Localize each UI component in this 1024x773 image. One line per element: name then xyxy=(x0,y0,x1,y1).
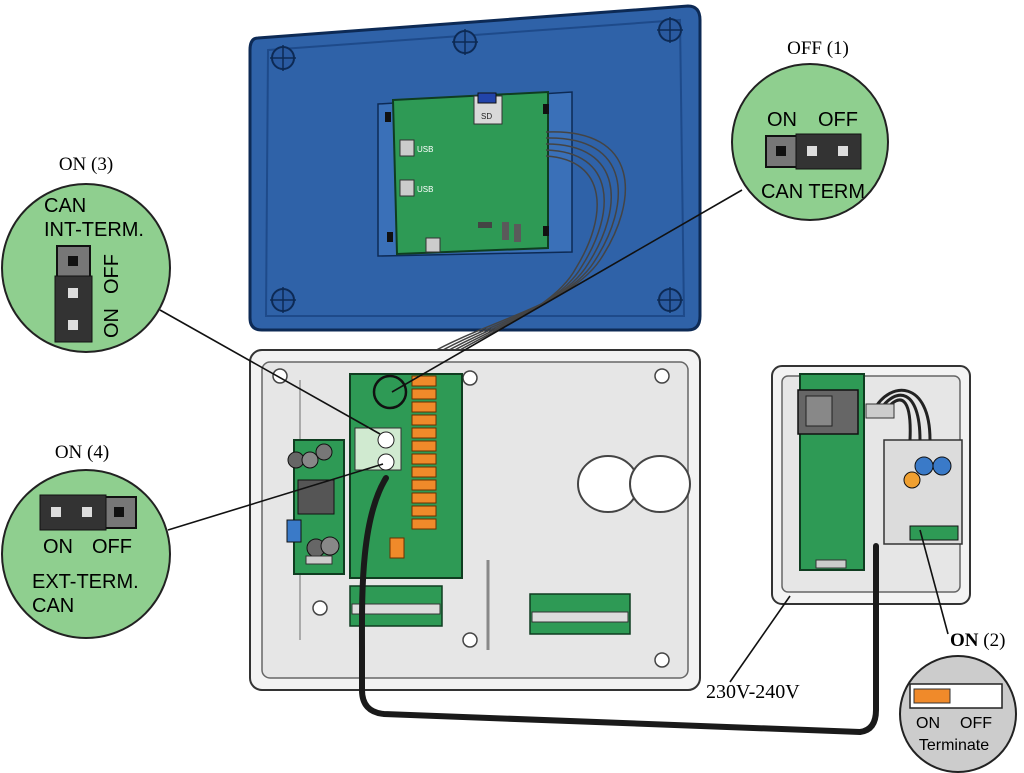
callout-can-ext-term-title: ON (4) xyxy=(55,442,109,463)
callout-can-term-off: OFF xyxy=(818,109,858,131)
power-board xyxy=(286,439,345,575)
can-bus-cable xyxy=(358,475,879,736)
callout-can-int-term-on: ON xyxy=(101,308,123,338)
terminal-block-right xyxy=(529,593,631,635)
dip-switch-slider xyxy=(913,688,951,704)
can-term-jumper-location xyxy=(372,374,408,410)
callout-can-term-title: OFF (1) xyxy=(787,38,849,59)
callout-can-int-term-off: OFF xyxy=(101,254,123,294)
callout-can-term-on: ON xyxy=(767,109,797,131)
callout-terminate-off: OFF xyxy=(960,715,992,732)
usb-label-top: USB xyxy=(417,145,433,154)
relay-bank xyxy=(389,375,437,559)
jumper-cap xyxy=(39,494,107,531)
power-voltage-label: 230V-240V xyxy=(706,681,800,703)
callout-can-term: OFF (1) ON OFF CAN TERM xyxy=(731,38,889,221)
leader-lines xyxy=(159,189,949,683)
callout-can-ext-term-line2: CAN xyxy=(32,595,74,617)
callout-can-term-caption: CAN TERM xyxy=(761,181,865,203)
callout-can-int-term-line1: CAN xyxy=(44,195,86,217)
callout-terminate-on: ON xyxy=(916,715,940,732)
callout-terminate-caption: Terminate xyxy=(919,737,989,754)
usb-label-bottom: USB xyxy=(417,185,433,194)
callout-can-int-term-title: ON (3) xyxy=(59,154,113,175)
callout-terminate-title: ON (2) xyxy=(950,630,1005,651)
knockout-holes xyxy=(577,455,691,513)
callout-can-ext-term-off: OFF xyxy=(92,536,132,558)
jumper-cap xyxy=(54,275,93,343)
callout-can-int-term: ON (3) CAN INT-TERM. OFF ON xyxy=(1,154,171,353)
sd-label: SD xyxy=(481,112,492,121)
controller-board xyxy=(349,373,463,579)
power-enclosure xyxy=(771,365,971,605)
callout-terminate: ON (2) ON OFF Terminate xyxy=(899,630,1017,773)
callout-can-ext-term: ON (4) ON OFF EXT-TERM. CAN xyxy=(1,442,171,639)
jumper-cap xyxy=(795,133,862,170)
display-board: SD USB USB xyxy=(385,90,549,256)
callout-can-int-term-line2: INT-TERM. xyxy=(44,219,144,241)
callout-can-ext-term-line1: EXT-TERM. xyxy=(32,571,139,593)
callout-can-ext-term-on: ON xyxy=(43,536,73,558)
